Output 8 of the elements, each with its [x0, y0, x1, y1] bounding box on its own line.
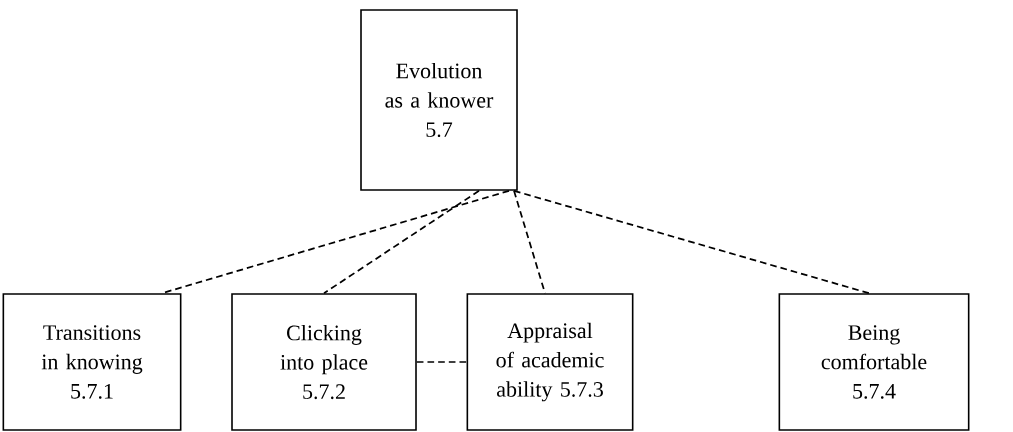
connector-line [323, 189, 480, 295]
topic-box: Appraisal of academic ability 5.7.3 [466, 293, 634, 431]
topic-box: Clicking into place 5.7.2 [231, 293, 417, 431]
topic-box: Transitions in knowing 5.7.1 [2, 293, 182, 431]
connector-line [415, 361, 468, 363]
topic-box: Being comfortable 5.7.4 [778, 293, 970, 431]
topic-box: Evolution as a knower 5.7 [360, 9, 518, 191]
connector-line [513, 189, 870, 295]
